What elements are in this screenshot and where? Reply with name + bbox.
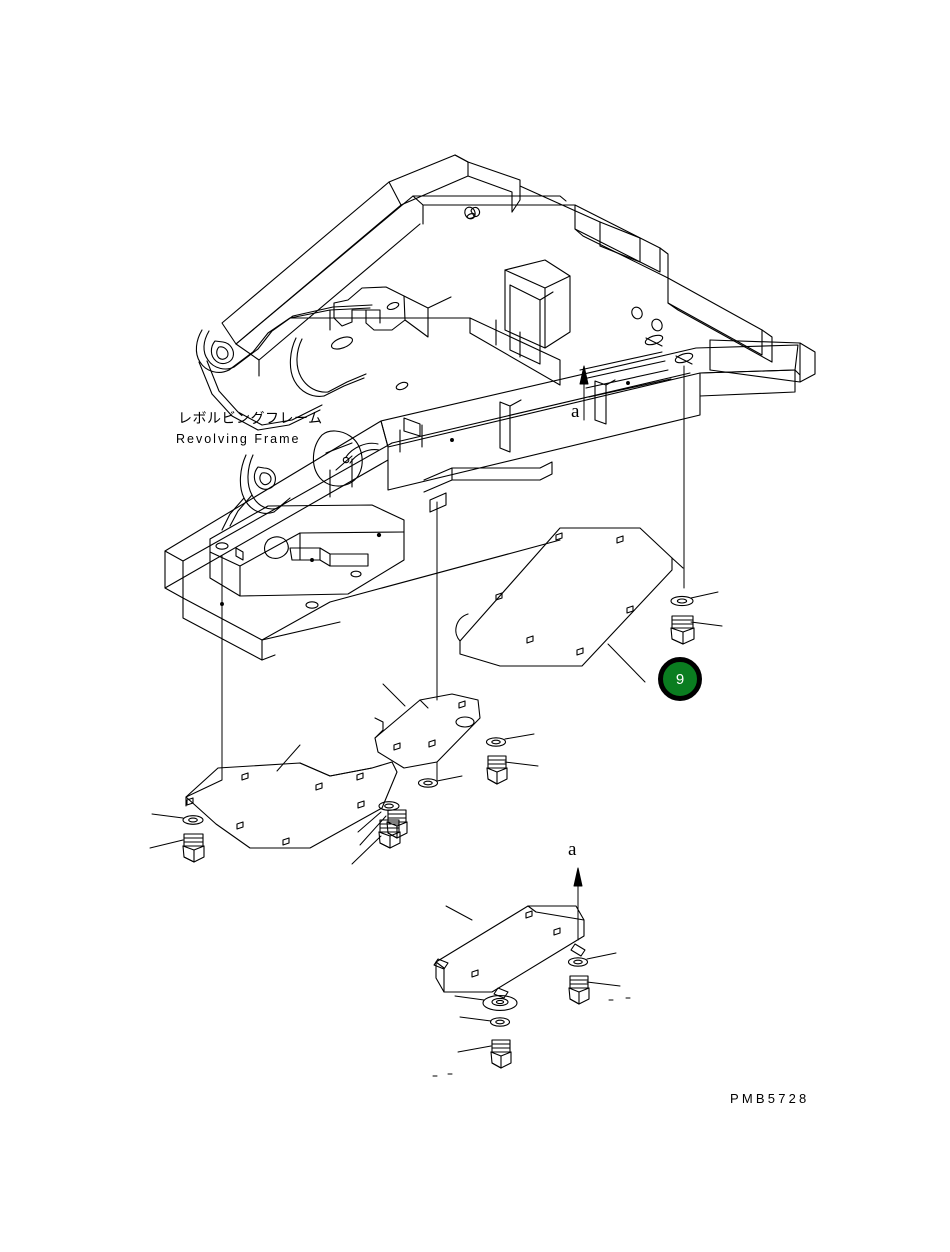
revolving-frame-lower-deck xyxy=(164,344,801,661)
bolt-assembly-center-cover-left xyxy=(359,775,463,846)
bolt-assembly-center-cover-right xyxy=(485,733,539,785)
revolving-frame-label-japanese: レボルビングフレーム xyxy=(178,411,323,427)
item-badge-9-number: 9 xyxy=(675,670,685,688)
bolt-assembly-left-cover-2 xyxy=(351,801,401,865)
bolt-assembly-lower-cover-left xyxy=(454,995,518,1069)
bolt-assembly-lower-cover-right xyxy=(567,952,621,1005)
left-notched-cover-plate xyxy=(185,744,398,849)
bolt-assembly-left-cover xyxy=(149,813,205,863)
projection-leader-lines xyxy=(185,365,685,941)
drawing-code-label: PMB5728 xyxy=(730,1091,810,1106)
callout-label-a-upper: a xyxy=(571,401,580,422)
lower-cover-plate xyxy=(433,905,586,999)
item-badge-9[interactable]: 9 xyxy=(658,657,702,701)
bolt-assembly-large-cover xyxy=(670,591,723,645)
callout-label-a-lower: a xyxy=(568,839,577,860)
revolving-frame-upper-structure xyxy=(195,154,816,431)
misc-tick-marks xyxy=(432,997,631,1077)
revolving-frame-label-english: Revolving Frame xyxy=(176,432,301,446)
center-cover-plate xyxy=(374,683,481,769)
large-under-cover-plate xyxy=(455,527,684,683)
